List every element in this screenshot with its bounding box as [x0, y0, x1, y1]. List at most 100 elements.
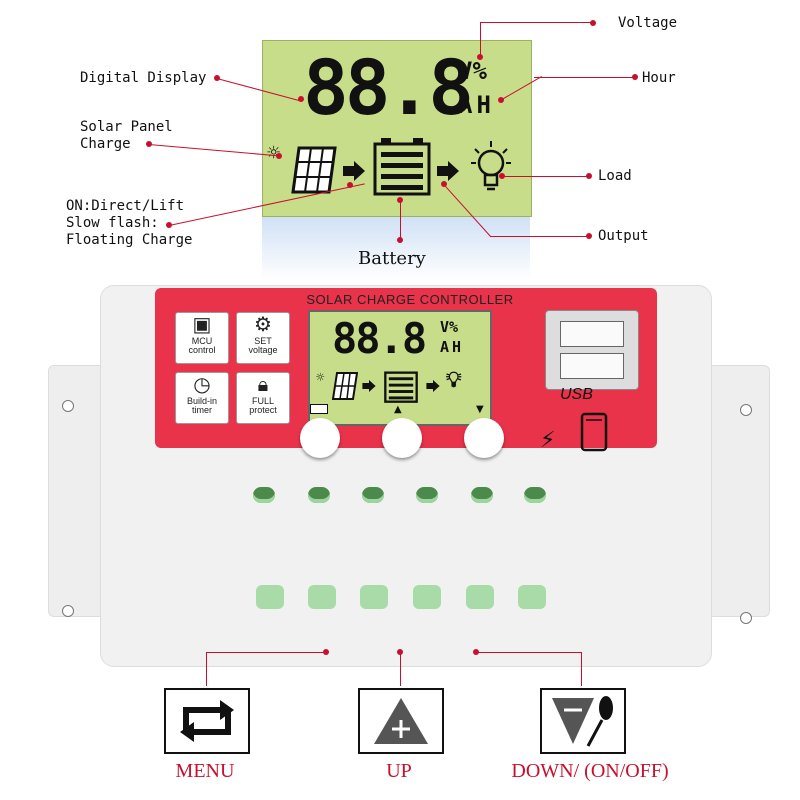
down-key-label: DOWN/ (ON/OFF) [511, 760, 669, 782]
down-leader [476, 652, 582, 653]
menu-leader [206, 652, 326, 653]
feature-label: FULL [251, 396, 274, 406]
phone-icon [580, 412, 608, 452]
output-line [490, 236, 588, 237]
callout-voltage: Voltage [618, 15, 678, 31]
wire-terminal [518, 585, 546, 609]
up-symbol-icon: ▲ [394, 404, 402, 415]
battery-dot [397, 237, 403, 243]
up-key-diagram [358, 688, 444, 754]
callout-battery: Battery [358, 248, 426, 269]
terminal-screw [308, 487, 330, 503]
callout-on-direct: ON:Direct/Lift Slow flash: Floating Char… [66, 198, 193, 248]
lock-icon: 🔒︎ [257, 374, 269, 396]
controller-title: SOLAR CHARGE CONTROLLER [306, 292, 514, 307]
voltage-line-v [480, 22, 481, 56]
feature-build-in-timer: ◷ Build-in timer [175, 372, 229, 424]
menu-key-label: MENU [175, 760, 235, 782]
usb-slot [560, 353, 624, 379]
hour-dot-lcd [498, 97, 504, 103]
lcd-digits: 88.8 [303, 43, 474, 132]
down-leader-dot [473, 649, 479, 655]
lightning-icon: ⚡︎ [540, 428, 556, 453]
arrow-right-icon [343, 161, 365, 181]
wire-terminal [308, 585, 336, 609]
lcd-unit-top: V% [440, 318, 459, 336]
wire-terminal [413, 585, 441, 609]
light-bulb-icon [471, 141, 511, 191]
battery-dot-lcd [397, 197, 403, 203]
feature-label: SET [254, 336, 272, 346]
feature-set-voltage: ⚙ SET voltage [236, 312, 290, 364]
callout-solar-panel-charge: Solar Panel Charge [80, 119, 173, 152]
feature-label: MCU [191, 336, 213, 346]
terminal-screw [471, 487, 493, 503]
light-bulb-icon: 💡︎ [446, 368, 462, 393]
up-leader [400, 652, 401, 686]
arrow-right-icon [437, 161, 459, 181]
gear-icon: ⚙ [254, 314, 272, 336]
up-leader-dot [397, 649, 403, 655]
battery-icon [384, 371, 418, 403]
terminal-screw [416, 487, 438, 503]
down-minus-icon [552, 696, 613, 747]
callout-digital-display: Digital Display [80, 70, 207, 86]
callout-output: Output [598, 228, 649, 244]
lcd-glow [262, 215, 530, 280]
cycle-arrows-icon [180, 700, 234, 742]
feature-label: timer [192, 405, 212, 415]
menu-leader-v [206, 652, 207, 686]
sun-icon: ☼ [316, 370, 325, 386]
menu-button[interactable] [300, 418, 340, 458]
mounting-ear-left [48, 365, 110, 617]
screw-hole-icon [62, 400, 74, 412]
wire-terminal [466, 585, 494, 609]
solar-panel-icon [332, 372, 358, 400]
terminal-screw [362, 487, 384, 503]
load-line [502, 176, 588, 177]
clock-icon: ◷ [193, 374, 211, 396]
menu-leader-dot [323, 649, 329, 655]
voltage-dot [590, 20, 596, 26]
digital-display-dot-lcd [298, 96, 304, 102]
menu-symbol-icon [310, 404, 328, 414]
lcd-digits: 88.8 [332, 314, 427, 363]
down-symbol-icon: ▼ [476, 404, 484, 415]
feature-label: control [188, 345, 216, 355]
feature-mcu-control: ▣ MCU control [175, 312, 229, 364]
screw-hole-icon [62, 605, 74, 617]
up-key-label: UP [386, 760, 412, 782]
large-lcd-display: 88.8 V% AH ☼ [262, 40, 532, 217]
usb-port[interactable] [545, 310, 639, 390]
down-key-diagram [540, 688, 626, 754]
hour-dot [632, 74, 638, 80]
screw-hole-icon [740, 404, 752, 416]
wire-terminal [360, 585, 388, 609]
screw-hole-icon [740, 612, 752, 624]
up-plus-icon [374, 698, 428, 744]
down-button[interactable] [464, 418, 504, 458]
small-lcd-display: 88.8 V% AH ☼ 💡︎ [308, 310, 492, 426]
lcd-unit-bottom: AH [458, 91, 495, 119]
solar-dot-lcd [276, 153, 282, 159]
feature-label: Build-in [186, 396, 217, 406]
feature-label: protect [249, 405, 277, 415]
solar-panel-icon [291, 146, 337, 194]
up-button[interactable] [382, 418, 422, 458]
sun-icon: ☼ [267, 141, 281, 166]
output-dot-lcd [441, 181, 447, 187]
load-dot-lcd [499, 173, 505, 179]
battery-icon [373, 138, 431, 196]
menu-key-diagram [164, 688, 250, 754]
mounting-ear-right [708, 365, 770, 617]
terminal-screw [253, 487, 275, 503]
arrow-right-icon [362, 380, 376, 392]
feature-label: voltage [248, 345, 278, 355]
feature-full-protect: 🔒︎ FULL protect [236, 372, 290, 424]
chip-icon: ▣ [192, 314, 212, 336]
callout-load: Load [598, 168, 632, 184]
arrow-right-icon [426, 380, 440, 392]
callout-hour: Hour [642, 70, 676, 86]
hour-line [534, 77, 634, 78]
lcd-unit-top: V% [458, 57, 487, 85]
